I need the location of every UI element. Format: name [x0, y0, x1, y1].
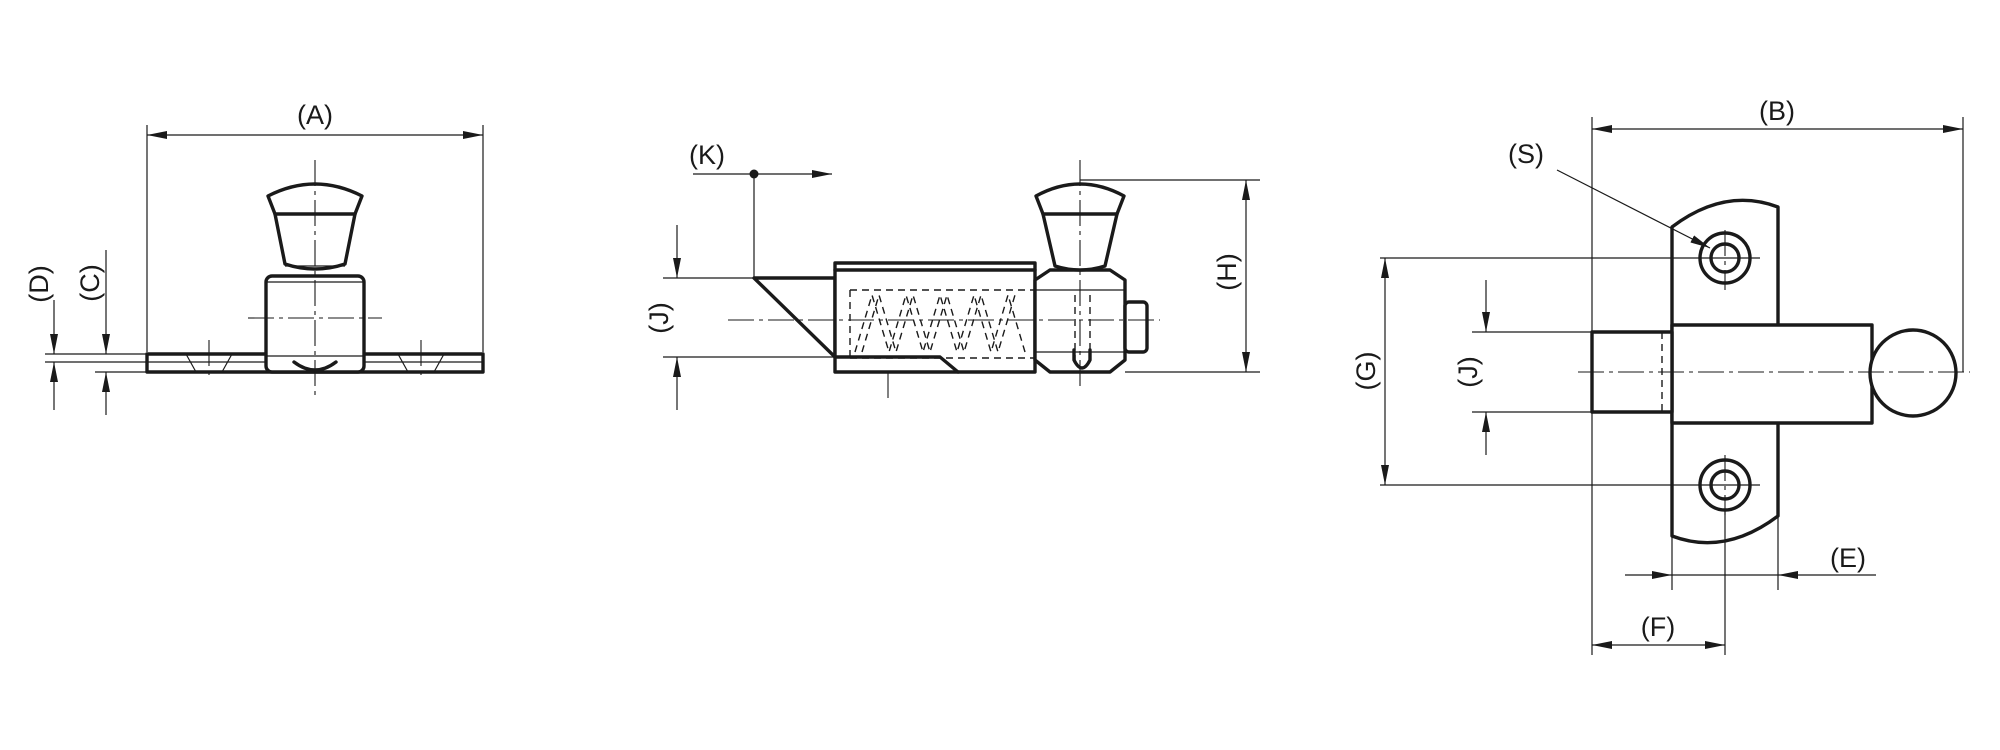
knob: [266, 182, 364, 271]
housing: [833, 261, 1037, 374]
dim-label-s: (S): [1508, 139, 1544, 169]
dim-label-f: (F): [1641, 612, 1675, 642]
spring: [854, 292, 1026, 355]
dim-label-b: (B): [1759, 96, 1795, 126]
latch-bolt: [752, 276, 837, 359]
bolt-body: [1670, 323, 1874, 425]
dim-label-c: (C): [75, 264, 105, 301]
dim-label-k: (K): [689, 140, 725, 170]
dim-label-h: (H): [1212, 253, 1242, 290]
top-view: (B) (S) (G) (J) (E) (F): [1351, 96, 1970, 655]
dim-label-j-top: (J): [1453, 356, 1483, 387]
dim-label-e: (E): [1830, 543, 1866, 573]
dim-label-j-side: (J): [644, 302, 674, 333]
knob-top: [1868, 328, 1958, 418]
pin: [1123, 300, 1149, 354]
dim-label-g: (G): [1351, 352, 1381, 391]
front-view: (A) (D) (C): [24, 100, 485, 415]
dim-label-a: (A): [297, 100, 333, 130]
side-view: (K) (J) (H): [644, 140, 1260, 410]
dim-label-d: (D): [24, 265, 54, 302]
